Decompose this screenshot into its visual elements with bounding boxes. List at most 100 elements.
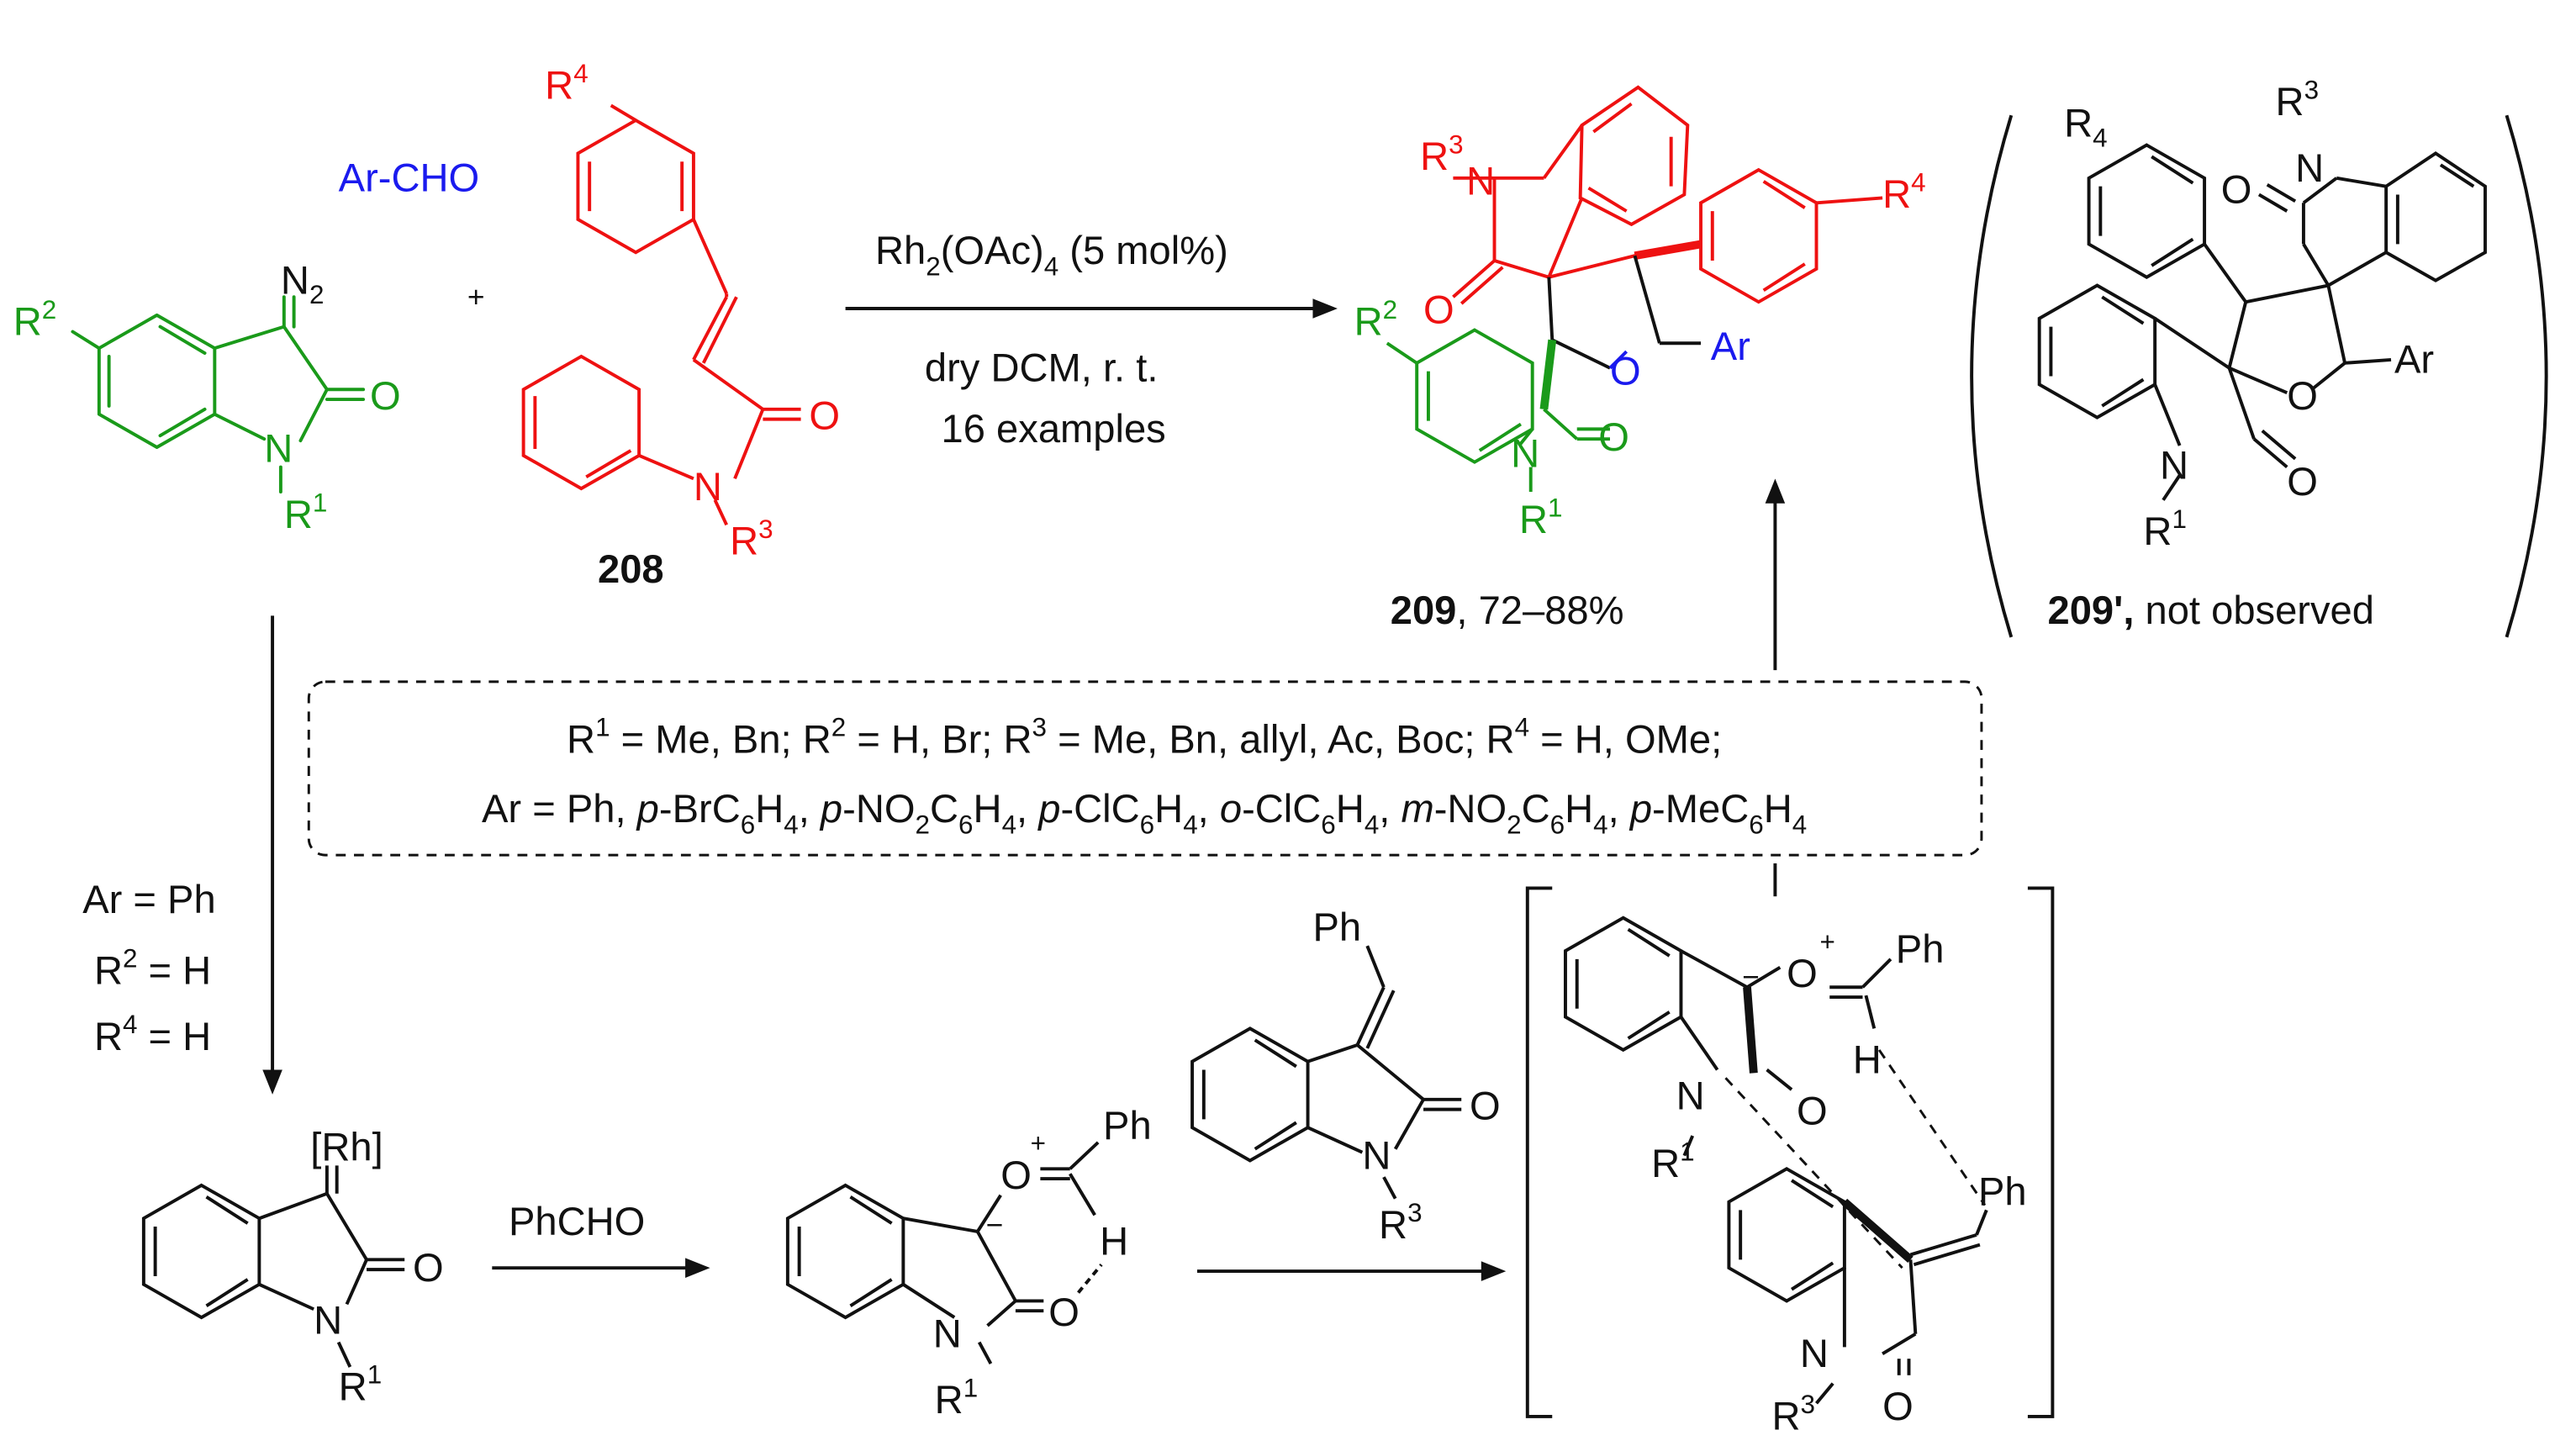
substituent-fragment: H: [1764, 786, 1792, 831]
product-o-bottom: O: [1598, 414, 1629, 459]
ts-ph2: Ph: [1978, 1169, 2027, 1214]
solvent-label: dry DCM, r. t.: [925, 345, 1159, 389]
phcho-reagent-label: PhCHO: [509, 1199, 645, 1243]
mech-alkene: [1190, 945, 1462, 1200]
substituent-fragment: -ClC: [1242, 786, 1321, 831]
ylide-o-plus: O: [1000, 1153, 1032, 1197]
plus-sign: +: [467, 281, 485, 314]
substituent-line-1: R1 = Me, Bn; R2 = H, Br; R3 = Me, Bn, al…: [567, 713, 1722, 762]
substituent-fragment: = H, OMe;: [1529, 716, 1722, 761]
ylide-minus: −: [986, 1209, 1004, 1242]
cycloaddition-arrowhead: [1481, 1261, 1507, 1281]
substituent-fragment: 4: [1183, 810, 1197, 840]
substituent-fragment: -MeC: [1652, 786, 1749, 831]
catalyst-label: Rh2(OAc)4 (5 mol%): [875, 228, 1228, 282]
ylide-plus: +: [1031, 1129, 1046, 1158]
mech-alkene-o: O: [1470, 1083, 1501, 1127]
structure-209-prime: [2037, 143, 2487, 501]
ylide-n: N: [933, 1311, 962, 1355]
ts-o: O: [1797, 1088, 1828, 1132]
prime-n-top: N: [2295, 145, 2324, 190]
carbenoid-rh: [Rh]: [310, 1124, 383, 1169]
substituent-fragment: 6: [1140, 810, 1154, 840]
product-209: [1386, 85, 1883, 493]
substituent-fragment: ,: [799, 786, 821, 831]
substituent-fragment: ,: [1016, 786, 1038, 831]
diazo-r1: R1: [284, 488, 328, 537]
substituent-fragment: 1: [595, 713, 610, 742]
substituent-fragment: -ClC: [1060, 786, 1139, 831]
product-r2: R2: [1354, 295, 1398, 344]
substituent-fragment: 4: [1002, 810, 1016, 840]
ts-ph: Ph: [1896, 926, 1945, 971]
mech-alkene-r3: R3: [1379, 1198, 1423, 1247]
examples-label: 16 examples: [942, 406, 1166, 451]
substituent-fragment: C: [930, 786, 958, 831]
ylide-h: H: [1100, 1218, 1128, 1263]
substituent-fragment: H: [974, 786, 1002, 831]
substituent-fragment: p: [636, 786, 659, 831]
prime-r3: R3: [2276, 76, 2320, 124]
transition-state: [1564, 916, 1988, 1405]
product-o-top: O: [1423, 288, 1454, 332]
substituent-fragment: 4: [1515, 713, 1529, 742]
substituent-fragment: 6: [958, 810, 973, 840]
substituent-fragment: 2: [916, 810, 930, 840]
ts-n2: N: [1800, 1331, 1829, 1375]
mech-condition-r2: R2 = H: [94, 944, 211, 993]
ts-left-bracket: [1525, 886, 1553, 1418]
substituent-fragment: 4: [1792, 810, 1807, 840]
ts-forming-bond-2: [1877, 1049, 1987, 1206]
substituent-fragment: 6: [741, 810, 755, 840]
substituent-fragment: 4: [1593, 810, 1607, 840]
prime-r1: R1: [2143, 504, 2187, 553]
substituent-fragment: ,: [1379, 786, 1401, 831]
product-n-top: N: [1466, 158, 1495, 203]
substituent-fragment: = H, Br; R: [846, 716, 1032, 761]
mech-condition-ar: Ar = Ph: [82, 877, 215, 921]
substituent-fragment: 2: [1507, 810, 1521, 840]
alkene-r3: R3: [730, 515, 773, 563]
prime-n-bottom: N: [2160, 442, 2188, 487]
substituent-fragment: H: [1565, 786, 1593, 831]
ts-r1: R1: [1651, 1137, 1695, 1185]
phcho-arrowhead: [685, 1258, 710, 1278]
compound-209-prime-label: 209', not observed: [2047, 588, 2374, 632]
carbonyl-ylide: [785, 1141, 1100, 1365]
diazo-r2: R2: [13, 295, 57, 344]
substituent-fragment: 2: [831, 713, 846, 742]
ts-right-bracket: [2027, 886, 2055, 1418]
substituent-fragment: Ar = Ph,: [482, 786, 637, 831]
right-parenthesis: [2505, 114, 2548, 638]
carbenoid-o: O: [413, 1245, 444, 1290]
substituent-fragment: 4: [784, 810, 798, 840]
carbenoid-r1: R1: [339, 1360, 383, 1409]
ylide-h-bond: [1077, 1263, 1103, 1294]
left-parenthesis: [1970, 114, 2014, 638]
product-o-ring: O: [1610, 348, 1641, 393]
diazo-n2: N2: [281, 257, 325, 309]
substituent-fragment: -BrC: [659, 786, 741, 831]
substituent-line-2: Ar = Ph, p-BrC6H4, p-NO2C6H4, p-ClC6H4, …: [482, 786, 1807, 840]
substituent-box: [307, 680, 1983, 857]
down-arrowhead: [262, 1069, 282, 1095]
ts-r3: R3: [1771, 1390, 1815, 1438]
substituent-fragment: 3: [1032, 713, 1047, 742]
ts-forming-bond-1: [1724, 1077, 1903, 1269]
product-r4: R4: [1882, 168, 1926, 217]
aldehyde-label: Ar-CHO: [339, 156, 480, 200]
alkene-n: N: [694, 464, 722, 509]
substituent-fragment: = Me, Bn, allyl, Ac, Boc; R: [1047, 716, 1515, 761]
prime-r4: R4: [2064, 101, 2108, 153]
substituent-fragment: H: [755, 786, 784, 831]
diazo-oxindole: [71, 295, 366, 493]
carbenoid-n: N: [314, 1298, 342, 1343]
ts-o2: O: [1882, 1384, 1914, 1428]
product-n-bottom: N: [1511, 431, 1539, 476]
substituent-fragment: -NO: [842, 786, 915, 831]
rh-carbenoid: [141, 1165, 405, 1368]
alkene-o: O: [809, 393, 840, 437]
alkene-r4: R4: [545, 59, 589, 108]
prime-o-bottom: O: [2287, 459, 2318, 504]
